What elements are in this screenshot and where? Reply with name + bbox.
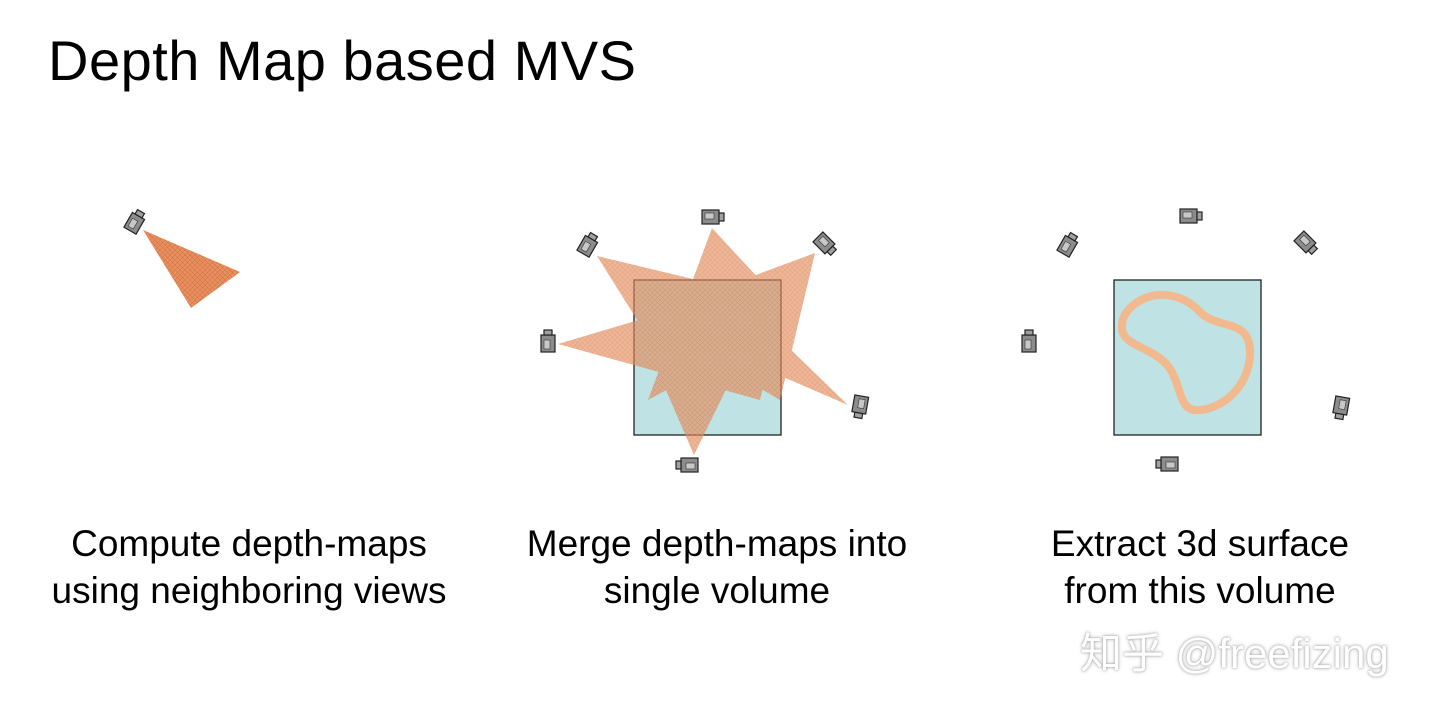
camera-icon (812, 231, 840, 259)
caption-compute-depth: Compute depth-maps using neighboring vie… (14, 520, 484, 614)
panel-compute-depth (123, 207, 240, 308)
page-title: Depth Map based MVS (48, 29, 637, 92)
camera-icon (1293, 230, 1321, 258)
camera-icon (850, 394, 870, 420)
camera-icon (1331, 395, 1351, 421)
camera-icon (540, 329, 556, 353)
frustum (143, 230, 240, 308)
camera-icon (123, 207, 148, 235)
caption-extract-surface: Extract 3d surface from this volume (965, 520, 1435, 614)
camera-icon (1155, 456, 1179, 472)
camera-icon (1056, 230, 1081, 258)
caption-line: Compute depth-maps (71, 523, 427, 564)
camera-icon (576, 230, 601, 258)
watermark: 知乎 @freefizing (1080, 630, 1389, 677)
camera-icon (675, 457, 699, 473)
caption-line: Extract 3d surface (1050, 523, 1350, 564)
camera-icon (1021, 329, 1037, 353)
panel-merge-depth (540, 209, 870, 473)
frustum (640, 320, 760, 455)
surface-curve (1118, 290, 1255, 414)
caption-line: using neighboring views (51, 570, 447, 611)
caption-line: single volume (603, 570, 831, 611)
caption-line: from this volume (1064, 570, 1336, 611)
panel-extract-surface (1021, 208, 1351, 472)
caption-line: Merge depth-maps into (526, 523, 908, 564)
camera-icon (701, 209, 725, 225)
camera-icon (1179, 208, 1203, 224)
caption-merge-depth: Merge depth-maps into single volume (482, 520, 952, 614)
